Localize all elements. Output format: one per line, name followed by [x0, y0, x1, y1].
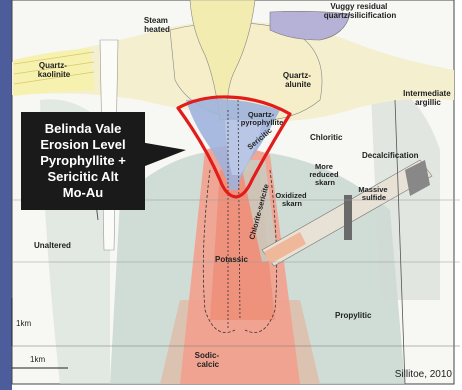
callout-line: Belinda Vale: [21, 121, 145, 137]
reduced-skarn-dyke: [344, 195, 352, 240]
label-unaltered: Unaltered: [34, 241, 71, 250]
scale-label-vertical: 1km: [16, 319, 31, 328]
label-quartz-alunite: Quartz- alunite: [283, 71, 313, 89]
erosion-level-callout: Belinda Vale Erosion Level Pyrophyllite …: [21, 112, 145, 210]
label-massive-sulfide: Massive sulfide: [358, 185, 389, 202]
callout-line: Sericitic Alt: [21, 169, 145, 185]
label-chloritic: Chloritic: [310, 133, 343, 142]
callout-line: Pyrophyllite +: [21, 153, 145, 169]
left-edge-strip: [0, 0, 12, 390]
label-sodic-calcic: Sodic- calcic: [195, 351, 222, 369]
citation: Sillitoe, 2010: [395, 369, 452, 380]
label-potassic: Potassic: [215, 255, 248, 264]
callout-line: Mo-Au: [21, 185, 145, 201]
scale-label-horizontal: 1km: [30, 355, 45, 364]
callout-line: Erosion Level: [21, 137, 145, 153]
label-decalcification: Decalcification: [362, 151, 419, 160]
label-steam-heated: Steam heated: [144, 16, 170, 34]
label-propylitic: Propylitic: [335, 311, 372, 320]
label-vuggy: Vuggy residual quartz/silicification: [324, 2, 397, 20]
label-quartz-kaolinite: Quartz- kaolinite: [38, 61, 71, 79]
